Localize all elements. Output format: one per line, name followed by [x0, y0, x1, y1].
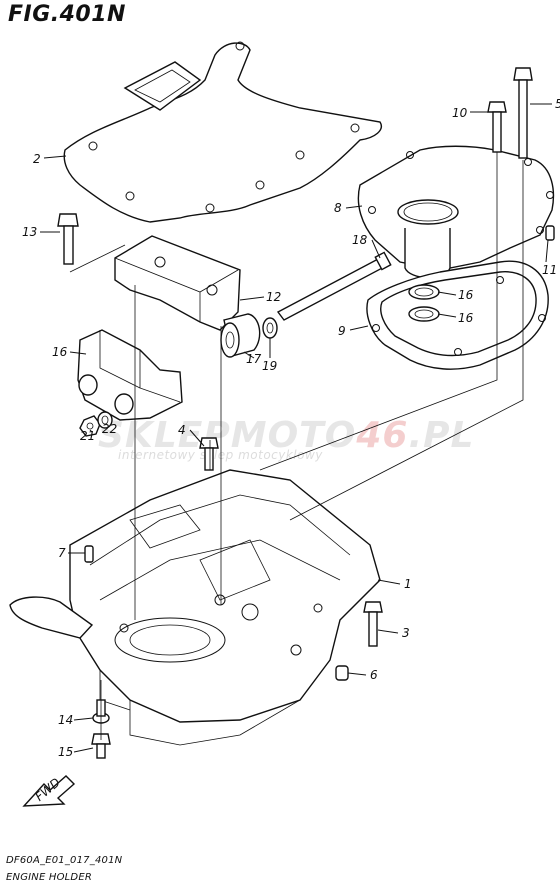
callout-16-upper: 16 — [458, 288, 474, 302]
part-1-engine-holder[interactable] — [9, 469, 381, 746]
fwd-arrow: FWD — [22, 775, 76, 807]
part-4-bolt[interactable] — [199, 437, 219, 471]
callout-20: 19 — [262, 359, 277, 373]
callout-7: 7 — [58, 546, 66, 560]
callout-19: 18 — [352, 233, 368, 247]
callout-1: 1 — [404, 577, 412, 591]
callout-6: 6 — [370, 668, 378, 682]
part-7-dowel[interactable] — [84, 545, 94, 563]
part-12-upper-mount[interactable] — [114, 235, 241, 331]
callout-labels: 2 5 10 8 11 9 16 16 12 13 18 19 17 16 21… — [22, 97, 560, 759]
part-8-cover[interactable] — [357, 145, 555, 279]
callout-9: 9 — [338, 324, 346, 338]
callout-18: 17 — [246, 352, 262, 366]
alignment-lines — [69, 152, 524, 740]
callout-15: 15 — [58, 745, 73, 759]
callout-4: 4 — [178, 423, 186, 437]
callout-14: 14 — [58, 713, 73, 727]
watermark-tagline: internetowy sklep motocyklowy — [118, 448, 323, 462]
part-20-washer[interactable] — [262, 317, 278, 339]
callout-10: 10 — [452, 106, 468, 120]
part-17-lower-mount[interactable] — [77, 329, 183, 421]
part-18-bushing[interactable] — [220, 313, 261, 358]
part-5-long-bolt[interactable] — [513, 67, 533, 159]
callout-12: 12 — [266, 290, 281, 304]
callout-22: 22 — [102, 422, 117, 436]
callout-17: 16 — [52, 345, 68, 359]
watermark-logo: SKLEPMOTO46.PL — [98, 415, 475, 456]
callout-16-lower: 16 — [458, 311, 474, 325]
part-22-washer[interactable] — [97, 411, 113, 429]
part-11-dowel[interactable] — [545, 225, 555, 241]
part-10-bolt[interactable] — [487, 101, 507, 153]
leader-lines — [40, 103, 552, 753]
callout-21: 21 — [80, 429, 95, 443]
part-19-stud[interactable] — [276, 251, 392, 321]
callout-13: 13 — [22, 225, 37, 239]
figure-code: DF60A_E01_017_401N — [6, 855, 123, 866]
callout-5: 5 — [555, 97, 560, 111]
callout-3: 3 — [402, 626, 410, 640]
figure-title: FIG.401N — [8, 2, 126, 27]
part-16-washer-lower[interactable] — [408, 306, 440, 322]
part-21-nut[interactable] — [79, 415, 101, 437]
callout-2: 2 — [33, 152, 41, 166]
callout-11: 11 — [542, 263, 557, 277]
part-2-gasket-top[interactable] — [63, 41, 382, 223]
part-16-washer-upper[interactable] — [408, 284, 440, 300]
figure-name: ENGINE HOLDER — [6, 872, 93, 883]
callout-8: 8 — [334, 201, 342, 215]
part-13-bolt[interactable] — [57, 213, 79, 265]
part-6-dowel[interactable] — [335, 665, 349, 681]
part-3-bolt[interactable] — [363, 601, 383, 647]
